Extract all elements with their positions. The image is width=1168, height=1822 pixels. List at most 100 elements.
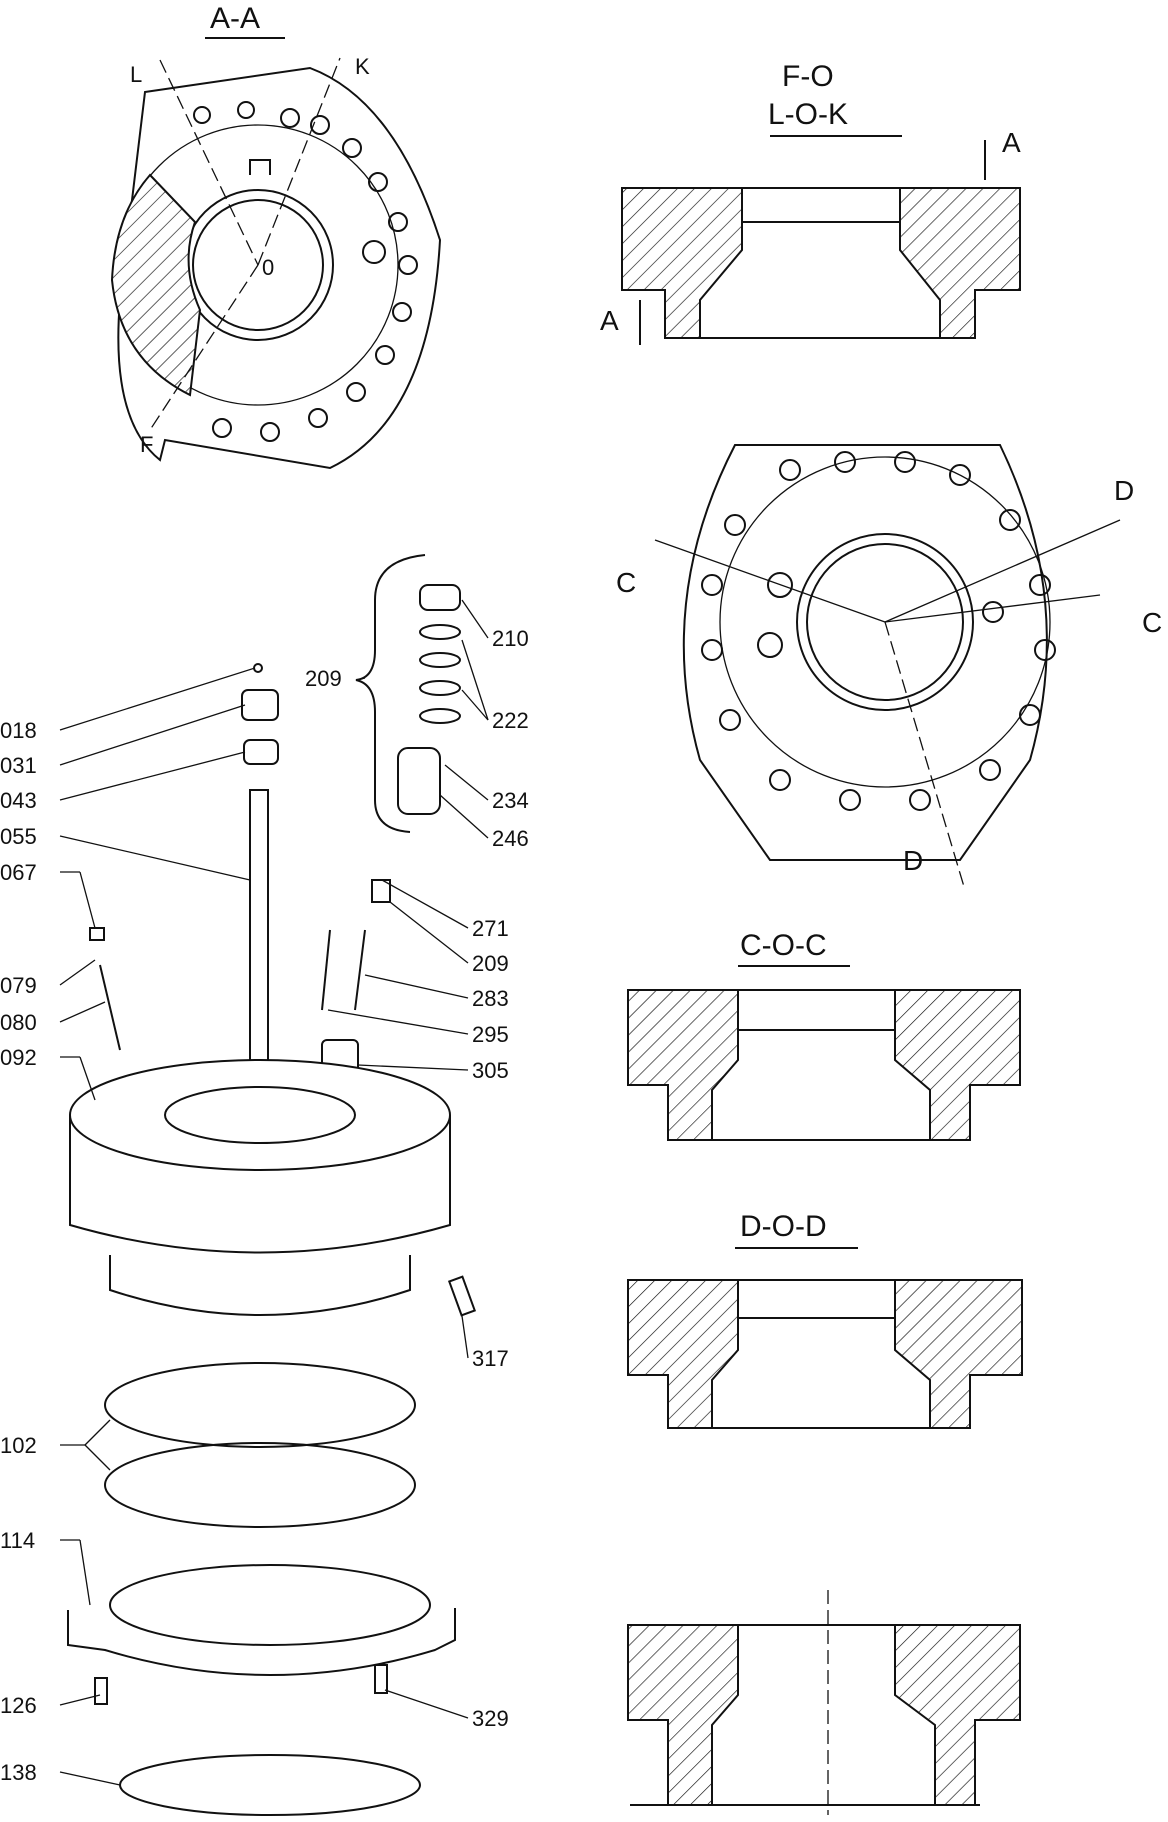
dod-section-right	[894, 1279, 1023, 1429]
plan-mark-D-bottom: D	[903, 845, 923, 876]
aa-bore-inner	[192, 199, 324, 331]
part-329-pin	[374, 1664, 388, 1694]
view-fo-title-1: F-O	[782, 60, 834, 93]
label-305: 305	[472, 1058, 509, 1083]
aa-mark-L: L	[130, 62, 142, 87]
part-295-stud	[321, 929, 331, 1011]
label-043: 043	[0, 788, 37, 813]
coc-section-right	[894, 989, 1021, 1141]
part-labels: 018 031 043 055 067 079 080 092 102 114 …	[0, 626, 529, 1785]
plan-flange-outline	[682, 444, 1048, 861]
aa-line-L	[159, 59, 259, 266]
label-234: 234	[492, 788, 529, 813]
part-209-plug	[371, 879, 391, 903]
label-126: 126	[0, 1693, 37, 1718]
fo-section-right	[899, 187, 1021, 339]
label-295: 295	[472, 1022, 509, 1047]
label-080: 080	[0, 1010, 37, 1035]
part-031-nut	[241, 689, 279, 721]
part-092-housing-body	[69, 1115, 451, 1254]
part-080-screw	[99, 964, 121, 1051]
plan-line-d-bottom	[884, 621, 966, 891]
view-dod-title: D-O-D	[740, 1210, 827, 1243]
aa-line-F	[149, 264, 259, 431]
part-114-ring-body	[67, 1608, 456, 1676]
plan-bolt-holes	[701, 451, 1056, 811]
label-271: 271	[472, 916, 509, 941]
dod-section-left	[627, 1279, 739, 1429]
leader-lines	[59, 599, 489, 1786]
part-043-washer	[243, 739, 279, 765]
plan-line-d-top	[884, 519, 1121, 623]
coc-section-left	[627, 989, 739, 1141]
plan-bore-outer	[796, 533, 974, 711]
part-210-ring	[419, 584, 461, 611]
part-222-washer-1	[419, 624, 461, 640]
aa-flange-outline	[117, 66, 442, 470]
aa-mark-K: K	[355, 54, 370, 79]
part-067-nut	[89, 927, 105, 941]
label-055: 055	[0, 824, 37, 849]
part-283-stud	[354, 929, 366, 1011]
label-222: 222	[492, 708, 529, 733]
label-067: 067	[0, 860, 37, 885]
part-317-pin	[447, 1275, 477, 1317]
label-018: 018	[0, 718, 37, 743]
part-092-housing-base	[109, 1255, 411, 1316]
view-coc-title: C-O-C	[740, 929, 827, 962]
label-079: 079	[0, 973, 37, 998]
view-fo: F-O L-O-K A A	[600, 60, 1021, 345]
part-102-ring-2	[104, 1442, 416, 1528]
bottom-section-right	[894, 1624, 1021, 1806]
view-dod: D-O-D	[627, 1210, 1023, 1429]
part-055-stud	[249, 789, 269, 1071]
view-coc: C-O-C	[627, 929, 1021, 1141]
label-317: 317	[472, 1346, 509, 1371]
label-031: 031	[0, 753, 37, 778]
part-246-sleeve	[397, 747, 441, 815]
view-aa-title: A-A	[210, 2, 260, 35]
part-092-bore	[164, 1086, 356, 1144]
label-209-kit: 209	[305, 666, 342, 691]
view-aa: A-A L K F 0	[110, 2, 442, 470]
plan-inner-ring	[719, 456, 1051, 788]
exploded-assembly	[67, 554, 477, 1816]
view-bottom-section	[627, 1590, 1021, 1815]
label-102: 102	[0, 1433, 37, 1458]
part-092-housing-top	[69, 1059, 451, 1171]
label-329: 329	[472, 1706, 509, 1731]
bottom-section-left	[627, 1624, 739, 1806]
label-246: 246	[492, 826, 529, 851]
part-126-screw	[94, 1677, 108, 1705]
aa-key	[249, 159, 271, 175]
plan-mark-C-right: C	[1142, 607, 1162, 638]
part-222-washer-2	[419, 652, 461, 668]
plan-mark-C-left: C	[616, 567, 636, 598]
fo-mark-A-left: A	[600, 305, 619, 336]
part-138-ring	[119, 1754, 421, 1816]
label-283: 283	[472, 986, 509, 1011]
plan-bore-inner	[806, 543, 964, 701]
aa-mark-O: 0	[262, 255, 274, 280]
fo-mark-A-top: A	[1002, 127, 1021, 158]
label-209: 209	[472, 951, 509, 976]
label-210: 210	[492, 626, 529, 651]
aa-mark-F: F	[140, 432, 153, 457]
aa-bolt-holes	[193, 101, 418, 442]
part-018-pin	[253, 663, 263, 673]
part-114-ring-top	[109, 1564, 431, 1646]
part-222-washer-4	[419, 708, 461, 724]
plan-line-c-left	[654, 539, 886, 623]
label-138: 138	[0, 1760, 37, 1785]
label-092: 092	[0, 1045, 37, 1070]
view-fo-title-2: L-O-K	[768, 98, 848, 131]
aa-line-K	[257, 57, 341, 266]
label-114: 114	[0, 1528, 35, 1553]
aa-hatched-sector	[110, 173, 202, 397]
plan-mark-D-top: D	[1114, 475, 1134, 506]
part-222-washer-3	[419, 680, 461, 696]
plan-line-c-right	[884, 594, 1101, 623]
plan-view: C C D D	[616, 444, 1162, 891]
part-102-ring-1	[104, 1362, 416, 1448]
